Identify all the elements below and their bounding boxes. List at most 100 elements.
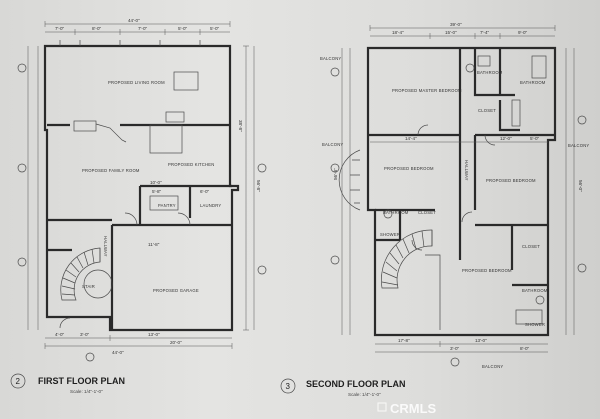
kitchen-counter-a bbox=[73, 120, 97, 132]
kitchen-counter-b bbox=[95, 123, 127, 143]
sf-door-d bbox=[411, 239, 423, 251]
ff-dim-bottom-a: 13'-0" bbox=[148, 332, 160, 337]
sf-balcony-b: BALCONY bbox=[322, 142, 343, 147]
first-floor-dimensions bbox=[27, 21, 255, 349]
first-floor-plan: 44'-0" 7'-0" 8'-0" 7'-0" 5'-0" 5'-0" 38'… bbox=[10, 18, 267, 394]
ff-room-hallway: HALLWAY bbox=[103, 236, 108, 257]
second-floor-walls bbox=[366, 46, 557, 337]
sf-room-hallway: HALLWAY bbox=[464, 160, 469, 181]
ff-title-number: 2 bbox=[16, 377, 21, 386]
sf-room-shower-b: SHOWER bbox=[525, 322, 545, 327]
master-bath-shower bbox=[477, 55, 491, 67]
ff-dim-top-d: 5'-0" bbox=[178, 26, 188, 31]
toilet-c bbox=[535, 295, 545, 305]
sf-room-closet-b: CLOSET bbox=[418, 210, 436, 215]
sf-dim-bottom-c: 8'-0" bbox=[520, 346, 530, 351]
crmls-watermark: CRMLS bbox=[377, 401, 437, 416]
sf-balcony-c: BALCONY bbox=[568, 143, 589, 148]
sf-room-bedroom-b: PROPOSED BEDROOM bbox=[486, 178, 536, 183]
door-swing-c bbox=[59, 317, 71, 329]
master-bath-tub bbox=[531, 55, 547, 79]
ff-title-bubble bbox=[10, 373, 26, 389]
pantry-shelf bbox=[149, 195, 179, 211]
sf-room-closet-a: CLOSET bbox=[478, 108, 496, 113]
first-floor-stair bbox=[60, 247, 113, 301]
sf-title-number: 3 bbox=[286, 382, 291, 391]
sf-room-shower-a: SHOWER bbox=[380, 232, 400, 237]
sf-room-bathroom-c: BATHROOM bbox=[383, 210, 409, 215]
sf-dim-top-b: 15'-0" bbox=[445, 30, 457, 35]
sf-room-bathroom-d: BATHROOM bbox=[522, 288, 548, 293]
shower-b bbox=[515, 309, 543, 325]
ff-dim-top-c: 7'-0" bbox=[138, 26, 148, 31]
sf-title-bubble bbox=[280, 378, 296, 394]
sf-door-a bbox=[417, 124, 429, 136]
kitchen-island bbox=[165, 111, 185, 123]
sf-room-closet-c: CLOSET bbox=[522, 244, 540, 249]
ff-dim-bottom-b: 20'-0" bbox=[170, 340, 182, 345]
sf-dim-top-d: 9'-0" bbox=[518, 30, 528, 35]
toilet-a bbox=[465, 63, 475, 73]
sf-room-bathroom-b: BATHROOM bbox=[520, 80, 546, 85]
sf-room-bathroom-a: BATHROOM bbox=[477, 70, 503, 75]
ff-dim-top-overall: 44'-0" bbox=[128, 18, 140, 23]
first-floor-walls bbox=[43, 44, 240, 332]
ff-room-laundry: LAUNDRY bbox=[200, 203, 221, 208]
second-floor-plan: 39'-0" 18'-4" 15'-0" 7'-4" 9'-0" 14'-4" … bbox=[280, 22, 589, 397]
ff-dim-bottom-d: 3'-0" bbox=[80, 332, 90, 337]
ff-dim-right-overall: 38'-8" bbox=[238, 120, 243, 132]
ff-room-garage: PROPOSED GARAGE bbox=[153, 288, 199, 293]
ff-dim-bottom-c: 4'-0" bbox=[55, 332, 65, 337]
ff-dim-top-a: 7'-0" bbox=[55, 26, 65, 31]
sf-dim-mid-a: 14'-4" bbox=[405, 136, 417, 141]
living-fireplace bbox=[173, 71, 199, 91]
vanity-a bbox=[511, 99, 521, 127]
kitchen-block bbox=[149, 124, 183, 154]
sf-dim-mid-b: 12'-0" bbox=[500, 136, 512, 141]
sf-dim-bottom-d: 3'-0" bbox=[450, 346, 460, 351]
sf-room-bedroom-c: PROPOSED BEDROOM bbox=[462, 268, 512, 273]
ff-dim-right-b: 56'-8" bbox=[256, 180, 261, 192]
toilet-b bbox=[383, 209, 393, 219]
ff-room-pantry: PANTRY bbox=[158, 203, 176, 208]
sf-door-b bbox=[484, 134, 496, 146]
ff-section-markers bbox=[17, 63, 267, 362]
sf-room-master: PROPOSED MASTER BEDROOM bbox=[392, 88, 462, 93]
sf-balcony-d: BALCONY bbox=[482, 364, 503, 369]
ff-dim-pantry-w: 5'-8" bbox=[152, 189, 162, 194]
sf-dim-top-a: 18'-4" bbox=[392, 30, 404, 35]
ff-dim-stair-w: 11'-8" bbox=[148, 242, 160, 247]
ff-room-stair: STAIR bbox=[82, 284, 95, 289]
ff-room-kitchen: PROPOSED KITCHEN bbox=[168, 162, 214, 167]
sf-section-markers bbox=[330, 67, 587, 367]
ff-room-living: PROPOSED LIVING ROOM bbox=[108, 80, 165, 85]
sf-dim-top-c: 7'-4" bbox=[480, 30, 490, 35]
sf-title: SECOND FLOOR PLAN bbox=[306, 379, 406, 389]
door-swing-a bbox=[124, 212, 138, 226]
second-floor-dimensions bbox=[341, 25, 575, 353]
watermark-text: CRMLS bbox=[390, 401, 437, 416]
ff-dim-top-e: 5'-0" bbox=[210, 26, 220, 31]
ff-room-family: PROPOSED FAMILY ROOM bbox=[82, 168, 140, 173]
balcony-curve bbox=[338, 149, 361, 211]
sf-dim-right-overall: 56'-0" bbox=[578, 180, 583, 192]
ff-dim-kitchen-w: 10'-0" bbox=[150, 180, 162, 185]
sf-dim-mid-c: 5'-0" bbox=[530, 136, 540, 141]
door-swing-b bbox=[177, 212, 191, 226]
sf-balcony-a: BALCONY bbox=[320, 56, 341, 61]
sf-scale: Scale: 1/4"-1'-0" bbox=[348, 392, 381, 397]
ff-dim-bottom-overall: 44'-0" bbox=[112, 350, 124, 355]
sf-door-c bbox=[461, 211, 473, 223]
ff-scale: Scale: 1/4"-1'-0" bbox=[70, 389, 103, 394]
sf-dim-bottom-a: 17'-8" bbox=[398, 338, 410, 343]
sf-dim-bottom-b: 13'-0" bbox=[475, 338, 487, 343]
sf-dim-top-overall: 39'-0" bbox=[450, 22, 462, 27]
sf-room-bedroom-a: PROPOSED BEDROOM bbox=[384, 166, 434, 171]
sf-dim-left-overall: 56'-8" bbox=[333, 168, 338, 180]
ff-title: FIRST FLOOR PLAN bbox=[38, 376, 125, 386]
second-floor-stair bbox=[381, 229, 441, 330]
ff-dim-top-b: 8'-0" bbox=[92, 26, 102, 31]
ff-dim-laundry-w: 6'-0" bbox=[200, 189, 210, 194]
